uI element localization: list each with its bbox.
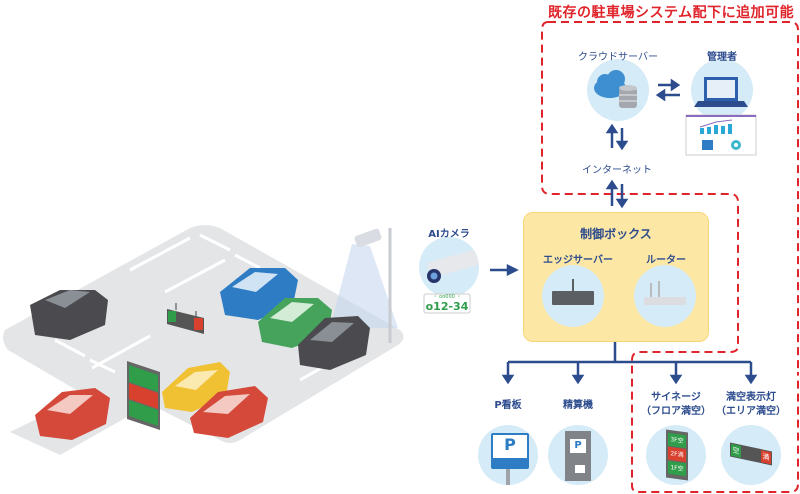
signage-circle: 3F空 2F満 1F空 (646, 425, 706, 485)
router-label: ルーター (646, 255, 686, 266)
cloud-internet-arrows (605, 123, 629, 151)
plate-number: o12-34 (425, 300, 469, 313)
edge-server-label: エッジサーバー (543, 255, 613, 266)
indicator-circle: 空 満 (721, 425, 781, 485)
plate-top-text: ・ oo000 ・ (432, 294, 462, 300)
output-label-payment: 精算機 (563, 400, 593, 411)
payment-slot (575, 465, 585, 473)
p-sign-arrow-bar (493, 458, 527, 467)
p-sign-pole (506, 469, 510, 485)
p-sign-letter: P (504, 435, 516, 454)
laptop-icon (694, 77, 748, 107)
p-sign-board: P (491, 433, 529, 469)
output-sublabel-signage: （フロア満空） (641, 406, 711, 417)
payment-machine-circle: P (548, 425, 608, 485)
header-title: 既存の駐車場システム配下に追加可能 (548, 5, 795, 21)
internet-box-arrows (605, 179, 629, 209)
payment-machine-icon: P (565, 431, 591, 481)
distribution-lines (501, 340, 758, 385)
security-camera-icon (427, 250, 479, 283)
cloud-icon (594, 70, 626, 98)
router-circle (634, 265, 696, 327)
router-antenna-left (650, 283, 652, 297)
dashboard-icon (685, 114, 757, 156)
p-sign-circle: P (478, 425, 538, 485)
lot-area-sign (167, 303, 204, 334)
pole-camera-icon (354, 228, 382, 248)
control-box: 制御ボックス エッジサーバー ルーター (523, 212, 709, 342)
sync-arrows (655, 78, 681, 102)
output-label-signage: サイネージ (651, 392, 701, 403)
router-antenna-right (658, 281, 660, 297)
parking-lot-illustration (3, 225, 404, 455)
ai-camera-label: AIカメラ (428, 229, 470, 240)
car-dark-left (30, 290, 108, 340)
output-label-p-sign: P看板 (494, 400, 522, 411)
car-red-center (190, 386, 268, 438)
cloud-server-label: クラウドサーバー (578, 52, 658, 63)
car-red-left (35, 388, 110, 440)
lot-floor-signage (127, 361, 160, 430)
signage-floor-2: 2F満 (668, 446, 686, 463)
router-icon (644, 297, 686, 305)
control-box-title: 制御ボックス (580, 227, 652, 241)
car-dark-right (298, 316, 370, 370)
output-sublabel-indicator: （エリア満空） (716, 406, 786, 417)
edge-server-antenna (572, 279, 574, 291)
admin-label: 管理者 (707, 52, 737, 63)
indicator-vacant: 空 (731, 443, 741, 458)
edge-server-icon (552, 291, 594, 305)
internet-label: インターネット (582, 165, 652, 176)
camera-view-cone (330, 244, 398, 328)
license-plate (423, 293, 471, 314)
dashed-region-upper (541, 21, 799, 493)
signage-floor-3: 3F空 (668, 432, 686, 449)
indicator-icon: 空 満 (730, 442, 772, 466)
payment-machine-p: P (570, 439, 586, 453)
camera-to-box-arrow (490, 263, 519, 277)
signage-floor-1: 1F空 (668, 460, 686, 477)
database-icon (619, 85, 637, 108)
edge-server-circle (542, 265, 604, 327)
output-label-indicator: 満空表示灯 (726, 392, 776, 403)
indicator-full: 満 (761, 450, 771, 465)
signage-icon: 3F空 2F満 1F空 (666, 429, 688, 481)
